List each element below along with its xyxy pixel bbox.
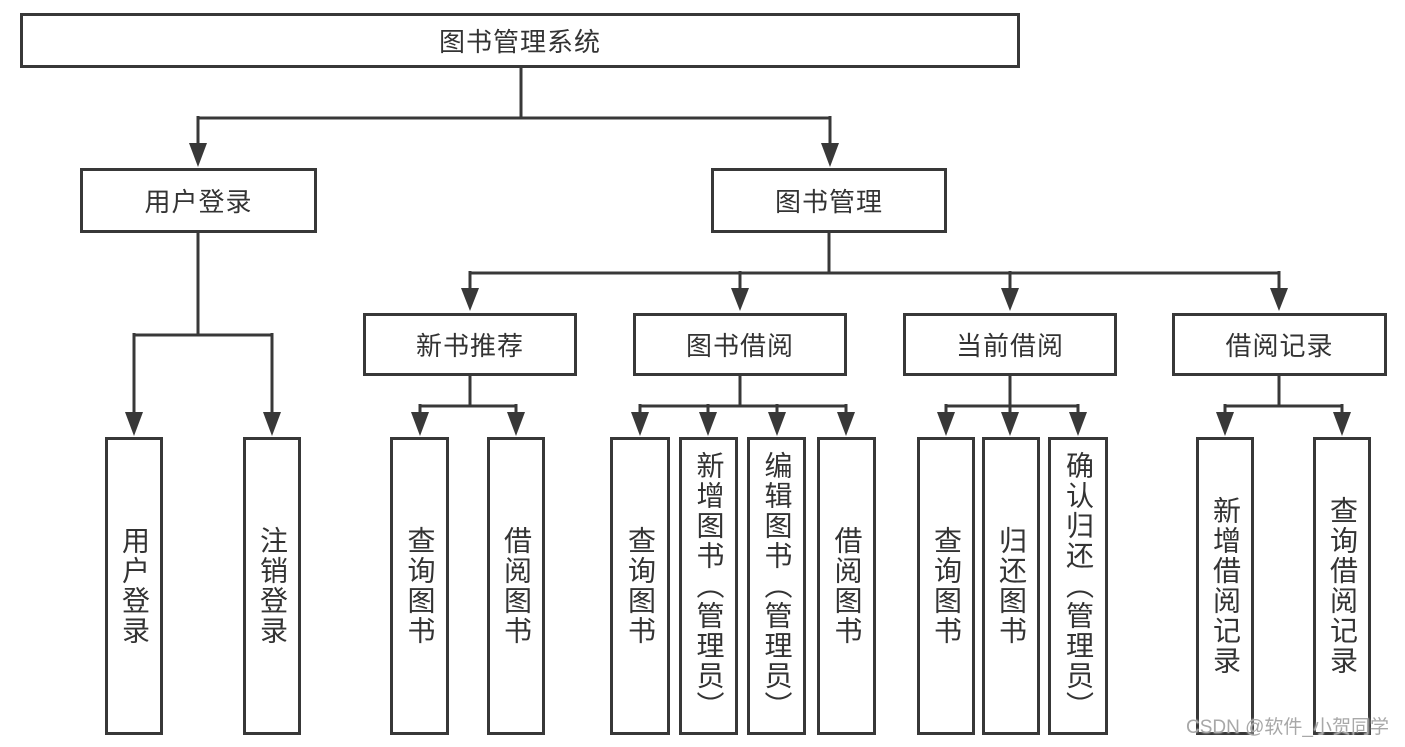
arrow-down-icon xyxy=(1333,412,1351,436)
node-borrowing-query-books-label: 查询图书 xyxy=(625,526,656,646)
node-login-user-login: 用户登录 xyxy=(105,437,163,735)
node-current-confirm-return: 确认归还（管理员） xyxy=(1048,437,1108,735)
connector-book-borrowing-children xyxy=(631,376,855,436)
node-records-add-record-label: 新增借阅记录 xyxy=(1210,496,1241,676)
arrow-down-icon xyxy=(731,288,749,311)
arrow-down-icon xyxy=(125,412,143,436)
node-login-user-login-label: 用户登录 xyxy=(119,526,150,646)
arrow-down-icon xyxy=(1001,412,1019,436)
node-root-label: 图书管理系统 xyxy=(438,27,601,57)
arrow-down-icon xyxy=(263,412,281,436)
node-borrowing-borrow-books: 借阅图书 xyxy=(817,437,876,735)
arrow-down-icon xyxy=(768,412,786,436)
node-new-book-recommend: 新书推荐 xyxy=(363,313,577,376)
connector-root-to-level2 xyxy=(189,68,839,167)
arrow-down-icon xyxy=(837,412,855,436)
node-root: 图书管理系统 xyxy=(20,13,1020,68)
node-recommend-query-books: 查询图书 xyxy=(390,437,449,735)
arrow-down-icon xyxy=(699,412,717,436)
node-recommend-query-books-label: 查询图书 xyxy=(404,526,436,646)
node-current-return-books-label: 归还图书 xyxy=(996,526,1027,646)
node-borrowing-add-books-label: 新增图书（管理员） xyxy=(693,451,725,721)
connector-current-borrowing-children xyxy=(937,376,1087,436)
arrow-down-icon xyxy=(1001,288,1019,311)
node-login-logout-label: 注销登录 xyxy=(257,526,288,646)
node-borrowing-records: 借阅记录 xyxy=(1172,313,1387,376)
connector-new-book-recommend-children xyxy=(411,376,525,436)
node-current-borrowing-label: 当前借阅 xyxy=(955,331,1064,361)
node-borrowing-edit-books: 编辑图书（管理员） xyxy=(747,437,806,735)
node-current-confirm-return-label: 确认归还（管理员） xyxy=(1063,451,1094,721)
arrow-down-icon xyxy=(1069,412,1087,436)
node-records-add-record: 新增借阅记录 xyxy=(1196,437,1254,735)
csdn-watermark: CSDN @软件_小贺同学 xyxy=(1186,717,1389,738)
arrow-down-icon xyxy=(189,143,207,167)
node-recommend-borrow-books-label: 借阅图书 xyxy=(501,526,532,646)
node-records-query-record: 查询借阅记录 xyxy=(1313,437,1371,735)
node-current-query-books: 查询图书 xyxy=(917,437,975,735)
arrow-down-icon xyxy=(411,412,429,436)
node-book-management: 图书管理 xyxy=(711,168,947,233)
arrow-down-icon xyxy=(937,412,955,436)
node-book-borrowing: 图书借阅 xyxy=(633,313,847,376)
node-recommend-borrow-books: 借阅图书 xyxy=(487,437,545,735)
node-borrowing-add-books: 新增图书（管理员） xyxy=(679,437,738,735)
node-new-book-recommend-label: 新书推荐 xyxy=(415,331,524,361)
arrow-down-icon xyxy=(821,143,839,167)
node-records-query-record-label: 查询借阅记录 xyxy=(1327,496,1358,676)
node-current-return-books: 归还图书 xyxy=(982,437,1040,735)
connector-borrowing-records-children xyxy=(1216,376,1351,436)
node-user-login: 用户登录 xyxy=(80,168,317,233)
arrow-down-icon xyxy=(631,412,649,436)
arrow-down-icon xyxy=(461,288,479,311)
node-user-login-label: 用户登录 xyxy=(144,187,253,217)
arrow-down-icon xyxy=(507,412,525,436)
arrow-down-icon xyxy=(1270,288,1288,311)
connector-user-login-children xyxy=(125,233,281,436)
node-borrowing-borrow-books-label: 借阅图书 xyxy=(831,526,863,646)
connector-book-management-children xyxy=(461,233,1288,311)
node-current-borrowing: 当前借阅 xyxy=(903,313,1117,376)
node-borrowing-query-books: 查询图书 xyxy=(610,437,670,735)
node-book-borrowing-label: 图书借阅 xyxy=(685,331,794,361)
node-current-query-books-label: 查询图书 xyxy=(931,526,962,646)
arrow-down-icon xyxy=(1216,412,1234,436)
node-borrowing-edit-books-label: 编辑图书（管理员） xyxy=(761,451,793,721)
node-login-logout: 注销登录 xyxy=(243,437,301,735)
node-borrowing-records-label: 借阅记录 xyxy=(1225,331,1334,361)
node-book-management-label: 图书管理 xyxy=(774,187,883,217)
